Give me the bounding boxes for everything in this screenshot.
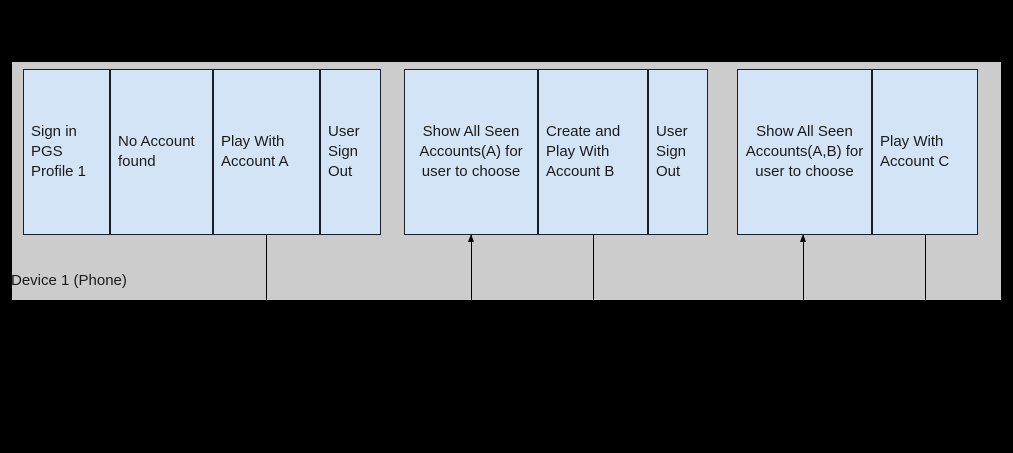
activity-box-label: No Account found: [118, 133, 195, 170]
activity-box-label: User Sign Out: [328, 123, 360, 180]
activity-box-user-sign-out-2[interactable]: User Sign Out: [648, 69, 708, 235]
activity-box-label: Sign in PGS Profile 1: [31, 123, 87, 180]
activity-box-label: User Sign Out: [656, 123, 688, 180]
connector-arrow-into-show-all-seen-accounts-a: [468, 234, 474, 300]
activity-box-sign-in-pgs-profile-1[interactable]: Sign in PGS Profile 1: [23, 69, 110, 235]
connector-arrow-into-show-all-seen-accounts-ab: [800, 234, 806, 300]
activity-box-label: Create and Play With Account B: [546, 123, 621, 180]
connector-line-after-play-with-account-c: [925, 235, 926, 300]
activity-box-show-all-seen-accounts-ab[interactable]: Show All Seen Accounts(A,B) for user to …: [737, 69, 872, 235]
connector-line-after-create-and-play-with-account-b: [593, 235, 594, 300]
activity-box-create-and-play-with-account-b[interactable]: Create and Play With Account B: [538, 69, 648, 235]
activity-box-no-account-found[interactable]: No Account found: [110, 69, 213, 235]
activity-box-label: Show All Seen Accounts(A) for user to ch…: [419, 123, 523, 180]
activity-box-play-with-account-c[interactable]: Play With Account C: [872, 69, 978, 235]
connector-line-after-play-with-account-a: [266, 235, 267, 300]
activity-box-label: Play With Account A: [221, 133, 289, 170]
activity-box-show-all-seen-accounts-a[interactable]: Show All Seen Accounts(A) for user to ch…: [404, 69, 538, 235]
activity-box-label: Play With Account C: [880, 133, 950, 170]
lifeline-label: Device 1 (Phone): [11, 272, 127, 289]
activity-box-play-with-account-a[interactable]: Play With Account A: [213, 69, 320, 235]
activity-box-label: Show All Seen Accounts(A,B) for user to …: [745, 123, 864, 180]
activity-box-user-sign-out-1[interactable]: User Sign Out: [320, 69, 381, 235]
